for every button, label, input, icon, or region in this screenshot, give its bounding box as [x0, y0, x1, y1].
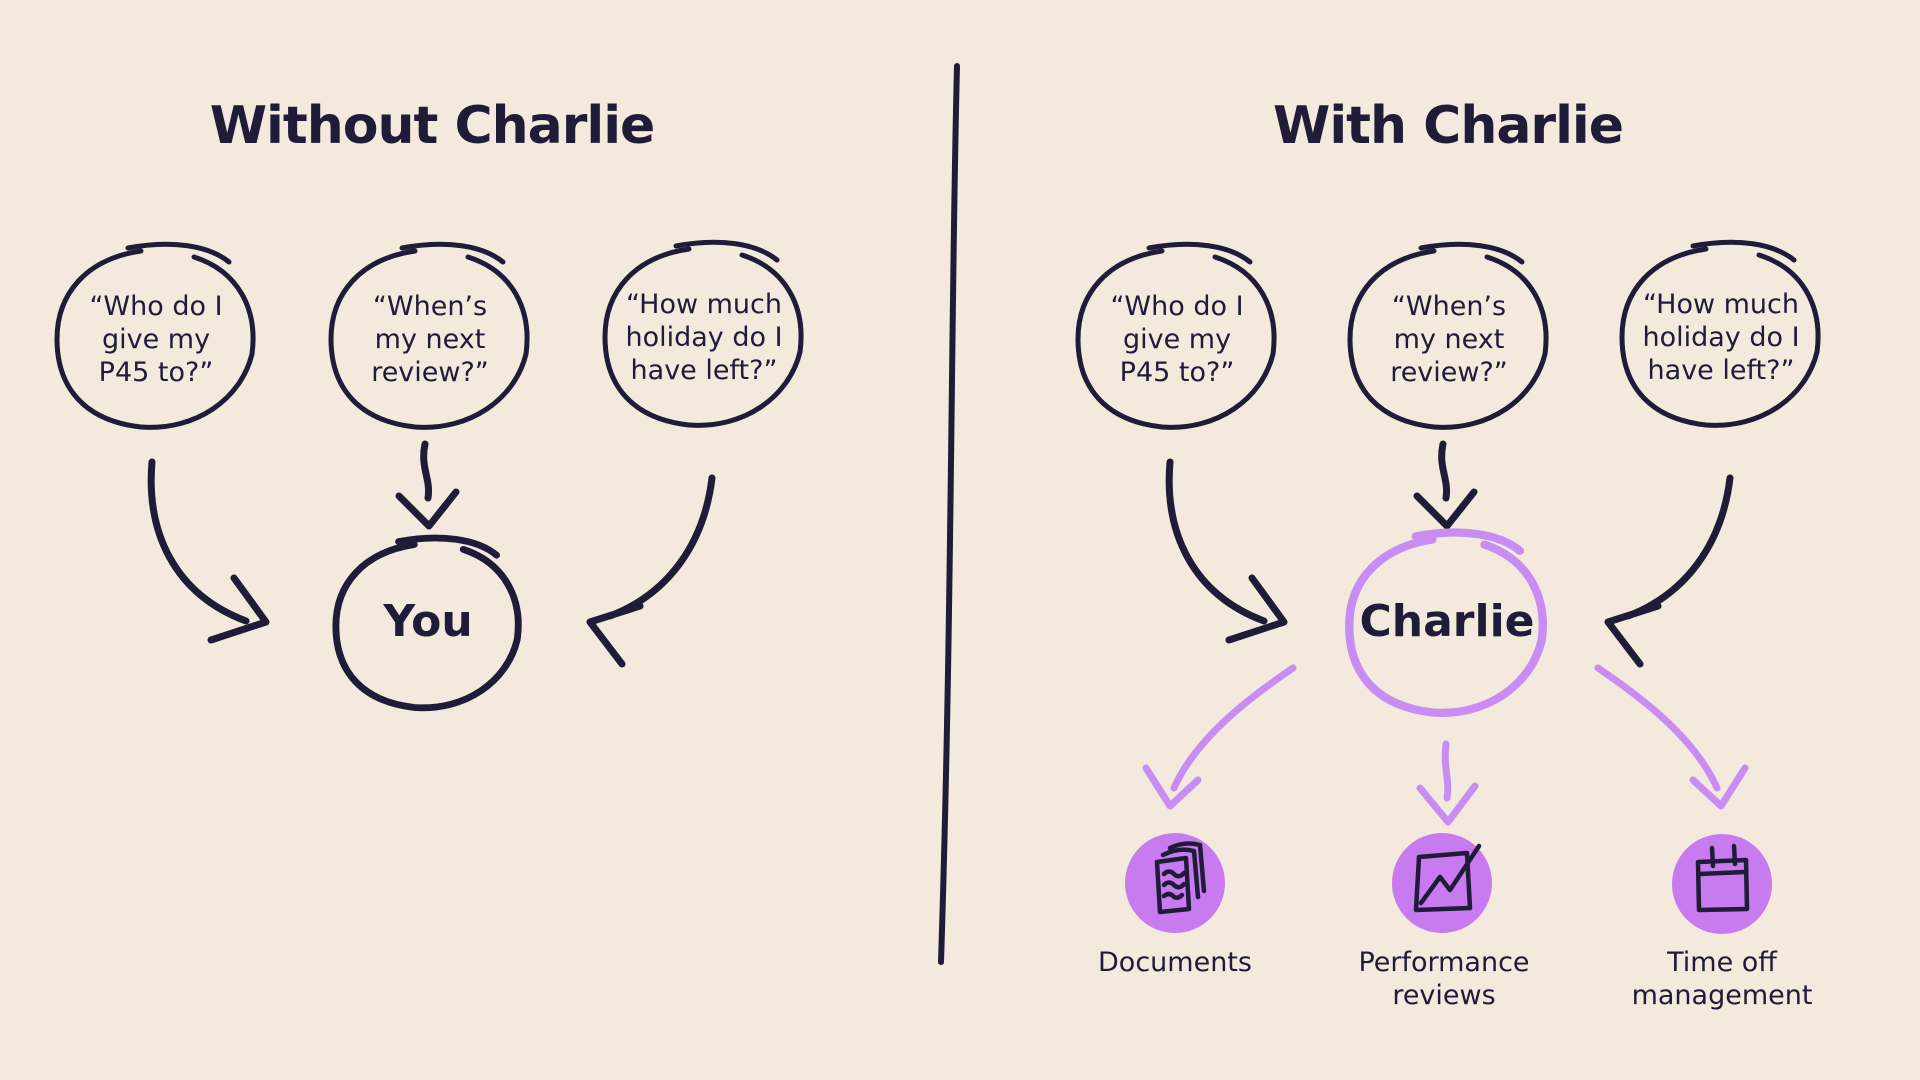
- speech-bubble: “How much holiday do I have left?”: [1642, 289, 1800, 386]
- arrows-to-features: [1146, 668, 1745, 826]
- feature-label-performance-reviews: Performance reviews: [1358, 947, 1530, 1011]
- speech-bubble: “How much holiday do I have left?”: [625, 289, 783, 386]
- feature-label-time-off-management: Time off management: [1631, 947, 1813, 1011]
- speech-bubble: “Who do I give my P45 to?”: [89, 291, 223, 388]
- charlie-label: Charlie: [1359, 596, 1535, 647]
- speech-bubble: “Who do I give my P45 to?”: [1110, 291, 1244, 388]
- documents-icon: [1125, 833, 1225, 933]
- left-title: Without Charlie: [209, 96, 656, 156]
- divider-line: [938, 63, 960, 965]
- speech-bubble: “When’s my next review?”: [1390, 291, 1508, 388]
- right-title: With Charlie: [1273, 96, 1624, 156]
- you-label: You: [383, 596, 473, 647]
- performance-reviews-icon: [1392, 833, 1492, 933]
- feature-label-documents: Documents: [1098, 947, 1252, 978]
- speech-bubble: “When’s my next review?”: [371, 291, 489, 388]
- time-off-icon: [1672, 834, 1772, 934]
